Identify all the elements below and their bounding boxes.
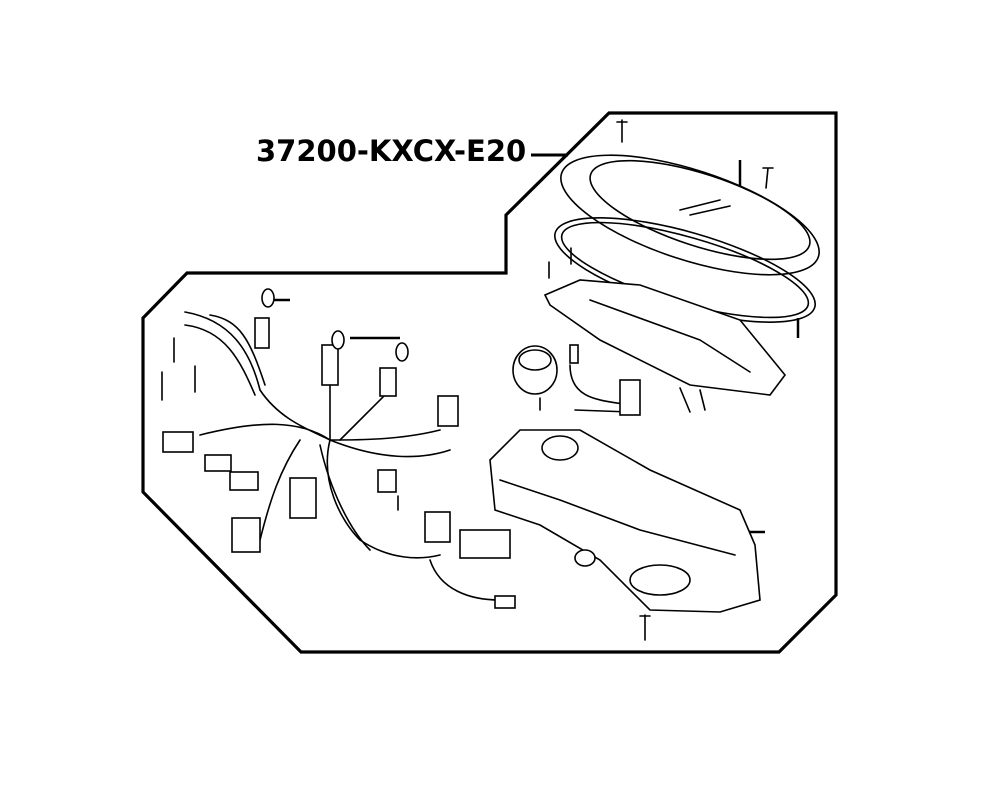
screws <box>161 119 774 641</box>
meter-sensor <box>512 344 641 416</box>
meter-case <box>489 429 761 613</box>
assembly-boundary <box>141 111 838 654</box>
meter-panel <box>543 279 787 413</box>
part-number-label: 37200-KXCX-E20 <box>256 134 527 168</box>
meter-lens <box>560 154 820 276</box>
wiring-harness <box>162 288 516 609</box>
